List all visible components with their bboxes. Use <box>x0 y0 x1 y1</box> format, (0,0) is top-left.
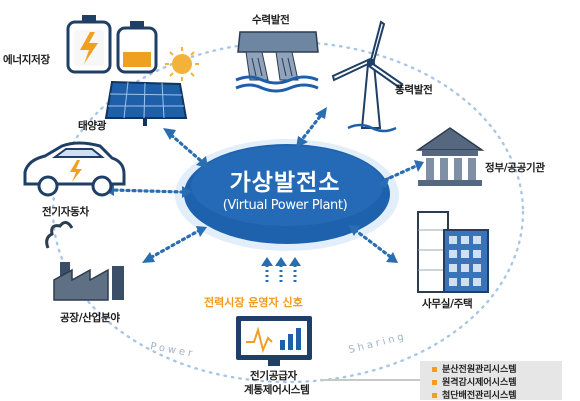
solar-panel-icon <box>104 80 188 126</box>
label-office-home: 사무실/주택 <box>422 298 473 310</box>
arrow-ev <box>110 188 185 194</box>
arrowhead-gov <box>414 160 424 172</box>
arrow-gov <box>383 164 418 182</box>
legend-item-label: 분산전원관리시스템 <box>442 365 517 375</box>
center-subtitle: (Virtual Power Plant) <box>222 198 348 213</box>
legend-bullet-icon <box>432 380 437 385</box>
arrow-office <box>353 228 394 260</box>
market-signal-label: 전력시장 운영자 신호 <box>204 296 303 309</box>
legend-bullet-icon <box>432 367 437 372</box>
legend-bullet-icon <box>432 393 437 398</box>
center-title: 가상발전소 <box>229 170 341 196</box>
label-operator-line1: 전기공급자 <box>250 370 297 382</box>
arrow-factory <box>148 228 202 260</box>
control-monitor-icon <box>236 316 312 366</box>
wind-turbine-icon <box>331 20 404 133</box>
arrow-solar <box>168 132 202 162</box>
label-operator-line2: 계통제어시스템 <box>244 384 310 396</box>
label-hydro: 수력발전 <box>252 14 290 26</box>
government-building-icon <box>415 127 485 186</box>
office-building-icon <box>417 211 489 293</box>
label-energy-storage: 에너지저장 <box>3 54 50 66</box>
battery-icon <box>66 15 158 74</box>
label-ev: 전기자동차 <box>42 206 89 218</box>
arrowhead-factory <box>142 252 155 263</box>
factory-icon <box>45 221 124 301</box>
legend-item-label: 첨단배전관리시스템 <box>442 391 517 401</box>
hydro-dam-icon <box>235 31 319 93</box>
label-factory: 공장/산업분야 <box>60 312 120 324</box>
legend-item: 분산전원관리시스템 <box>432 362 517 375</box>
sun-icon <box>165 47 199 81</box>
legend-item-label: 원격감시제어시스템 <box>442 378 517 388</box>
legend-box <box>420 361 562 400</box>
legend-item: 첨단배전관리시스템 <box>432 388 517 401</box>
label-solar: 태양광 <box>78 120 107 132</box>
ev-car-icon <box>23 141 126 197</box>
up-arrows <box>265 265 297 282</box>
arrowhead-solar <box>163 128 176 140</box>
arrowhead-office <box>386 252 398 263</box>
label-government: 정부/공공기관 <box>485 162 545 174</box>
legend-item: 원격감시제어시스템 <box>432 375 517 388</box>
connection-arrows <box>110 112 418 260</box>
arrow-hydro-wind <box>298 112 324 144</box>
label-wind: 풍력발전 <box>395 84 433 96</box>
arrowhead-hydro <box>315 107 327 119</box>
